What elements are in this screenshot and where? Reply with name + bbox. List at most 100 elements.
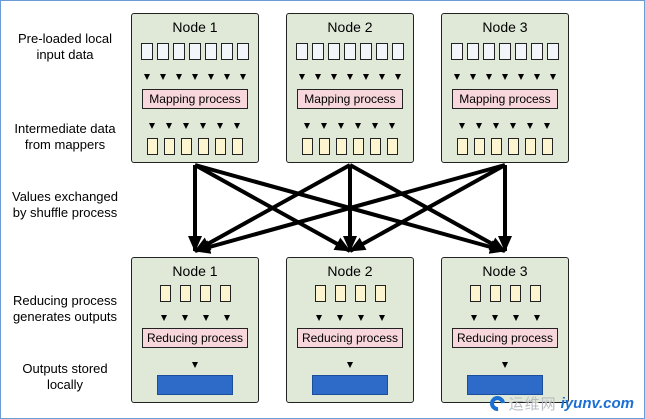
intermediate-cell xyxy=(525,137,536,155)
label-preloaded-input: Pre-loaded local input data xyxy=(18,31,112,63)
intermediate-cell xyxy=(370,137,381,155)
shuffled-cell xyxy=(489,285,501,302)
watermark: 运维网 iyunv.com xyxy=(486,392,634,415)
node-title: Node 3 xyxy=(482,263,528,279)
intermediate-cell xyxy=(387,137,398,155)
mapping-process-box: Mapping process xyxy=(142,88,248,109)
input-cell xyxy=(483,42,495,60)
intermediate-cell xyxy=(474,137,485,155)
reduce-node-2: Node 2 Reducing process xyxy=(286,257,414,403)
watermark-cn-text: 运维网 xyxy=(508,396,557,413)
input-cell xyxy=(392,42,404,60)
down-arrows xyxy=(161,308,230,321)
reducing-process-box: Reducing process xyxy=(142,328,248,348)
intermediate-cell xyxy=(457,137,468,155)
shuffled-cell xyxy=(354,285,366,302)
input-cell xyxy=(499,42,511,60)
intermediate-cell xyxy=(353,137,364,155)
shuffled-cell xyxy=(199,285,211,302)
intermediate-cell xyxy=(232,137,243,155)
shuffled-cell xyxy=(219,285,231,302)
input-cell xyxy=(344,42,356,60)
node-title: Node 2 xyxy=(327,263,373,279)
intermediate-cell xyxy=(181,137,192,155)
watermark-site-text: iyunv.com xyxy=(560,395,634,412)
label-outputs-stored: Outputs stored locally xyxy=(22,361,108,393)
input-cell xyxy=(531,42,543,60)
output-block xyxy=(312,375,388,395)
reduce-node-1: Node 1 Reducing process xyxy=(131,257,259,403)
node-title: Node 3 xyxy=(482,19,528,35)
intermediate-cell xyxy=(336,137,347,155)
input-cell xyxy=(237,42,249,60)
intermediate-cell xyxy=(164,137,175,155)
down-arrows xyxy=(454,67,556,81)
label-shuffle-exchange: Values exchanged by shuffle process xyxy=(11,189,118,221)
map-node-3: Node 3 Mapping process xyxy=(441,13,569,163)
input-cell xyxy=(515,42,527,60)
down-arrows xyxy=(316,308,385,321)
input-cell xyxy=(221,42,233,60)
intermediate-cell xyxy=(215,137,226,155)
input-cell xyxy=(451,42,463,60)
input-cell xyxy=(205,42,217,60)
input-cell xyxy=(189,42,201,60)
shuffled-cell xyxy=(509,285,521,302)
shuffled-cell xyxy=(529,285,541,302)
intermediate-cell xyxy=(302,137,313,155)
down-arrow xyxy=(192,354,198,368)
shuffled-cell xyxy=(314,285,326,302)
input-cell xyxy=(141,42,153,60)
shuffled-cell xyxy=(159,285,171,302)
input-cell xyxy=(328,42,340,60)
mapping-process-box: Mapping process xyxy=(452,88,558,109)
output-block xyxy=(467,375,543,395)
node-title: Node 1 xyxy=(172,263,218,279)
intermediate-cell xyxy=(491,137,502,155)
down-arrows xyxy=(471,308,540,321)
intermediate-data-row xyxy=(442,137,568,155)
down-arrow xyxy=(502,354,508,368)
shuffled-data-row xyxy=(132,285,258,302)
reduce-node-3: Node 3 Reducing process xyxy=(441,257,569,403)
map-node-2: Node 2 Mapping process xyxy=(286,13,414,163)
input-cell xyxy=(360,42,372,60)
output-block xyxy=(157,375,233,395)
intermediate-cell xyxy=(508,137,519,155)
intermediate-data-row xyxy=(132,137,258,155)
input-cell xyxy=(467,42,479,60)
shuffled-cell xyxy=(374,285,386,302)
reducing-process-box: Reducing process xyxy=(297,328,403,348)
mapping-process-box: Mapping process xyxy=(297,88,403,109)
down-arrows xyxy=(459,116,550,130)
input-cell xyxy=(157,42,169,60)
input-data-row xyxy=(442,42,568,60)
shuffled-data-row xyxy=(442,285,568,302)
watermark-logo-icon xyxy=(486,392,508,415)
down-arrow xyxy=(347,354,353,368)
label-reducing-outputs: Reducing process generates outputs xyxy=(12,293,118,325)
shuffled-cell xyxy=(334,285,346,302)
input-cell xyxy=(376,42,388,60)
shuffled-cell xyxy=(469,285,481,302)
down-arrows xyxy=(299,67,401,81)
shuffled-cell xyxy=(179,285,191,302)
input-cell xyxy=(547,42,559,60)
node-title: Node 2 xyxy=(327,19,373,35)
input-data-row xyxy=(132,42,258,60)
down-arrows xyxy=(149,116,240,130)
input-cell xyxy=(296,42,308,60)
intermediate-cell xyxy=(198,137,209,155)
node-title: Node 1 xyxy=(172,19,218,35)
intermediate-cell xyxy=(319,137,330,155)
intermediate-cell xyxy=(147,137,158,155)
reducing-process-box: Reducing process xyxy=(452,328,558,348)
intermediate-cell xyxy=(542,137,553,155)
input-cell xyxy=(312,42,324,60)
intermediate-data-row xyxy=(287,137,413,155)
input-cell xyxy=(173,42,185,60)
input-data-row xyxy=(287,42,413,60)
down-arrows xyxy=(144,67,246,81)
label-intermediate-data: Intermediate data from mappers xyxy=(14,121,116,153)
